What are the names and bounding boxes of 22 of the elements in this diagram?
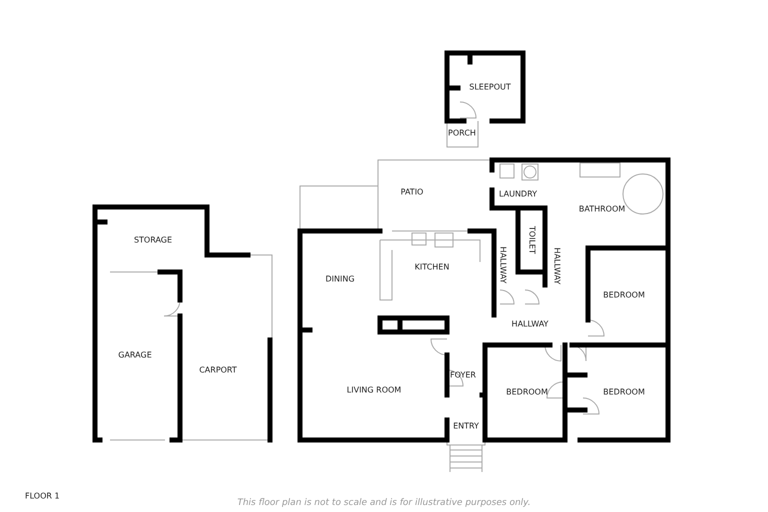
- room-label: DINING: [325, 274, 355, 284]
- room-label: HALLWAY: [552, 248, 562, 284]
- disclaimer-caption: This floor plan is not to scale and is for illustrative purposes only.: [237, 498, 531, 508]
- room-label: BEDROOM: [603, 388, 645, 396]
- room-label: LAUNDRY: [498, 190, 538, 198]
- room-label: KITCHEN: [414, 262, 450, 272]
- room-label: HALLWAY: [498, 246, 508, 284]
- room-label: FOYER: [450, 370, 476, 380]
- room-label: CARPORT: [199, 366, 237, 374]
- room-label: BEDROOM: [506, 388, 548, 396]
- room-label: PATIO: [400, 188, 424, 196]
- room-label: ENTRY: [453, 422, 479, 430]
- room-label: STORAGE: [134, 236, 172, 244]
- room-label: PORCH: [448, 128, 476, 138]
- room-label: SLEEPOUT: [469, 82, 511, 92]
- room-label: LIVING ROOM: [346, 386, 402, 394]
- room-label: BEDROOM: [603, 290, 645, 300]
- room-label: TOILET: [528, 226, 536, 254]
- floor-label: FLOOR 1: [25, 492, 60, 500]
- room-label: BATHROOM: [578, 204, 626, 214]
- room-label: HALLWAY: [512, 320, 548, 328]
- room-label: GARAGE: [118, 350, 152, 360]
